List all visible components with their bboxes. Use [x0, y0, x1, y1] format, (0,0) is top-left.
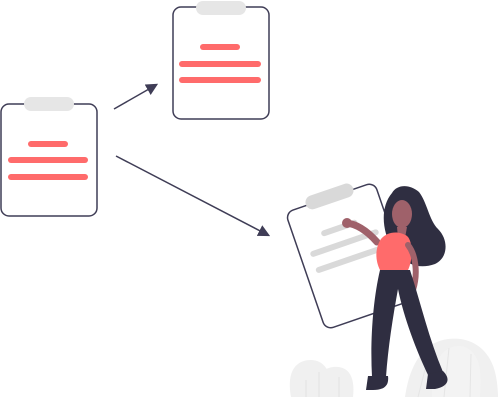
foliage-left [289, 360, 354, 397]
left-clipboard-icon [0, 97, 98, 217]
person-illustration [342, 186, 448, 390]
top-clipboard-icon [172, 1, 270, 120]
arrow-down-icon [115, 155, 271, 237]
arrow-up-icon [113, 83, 159, 110]
